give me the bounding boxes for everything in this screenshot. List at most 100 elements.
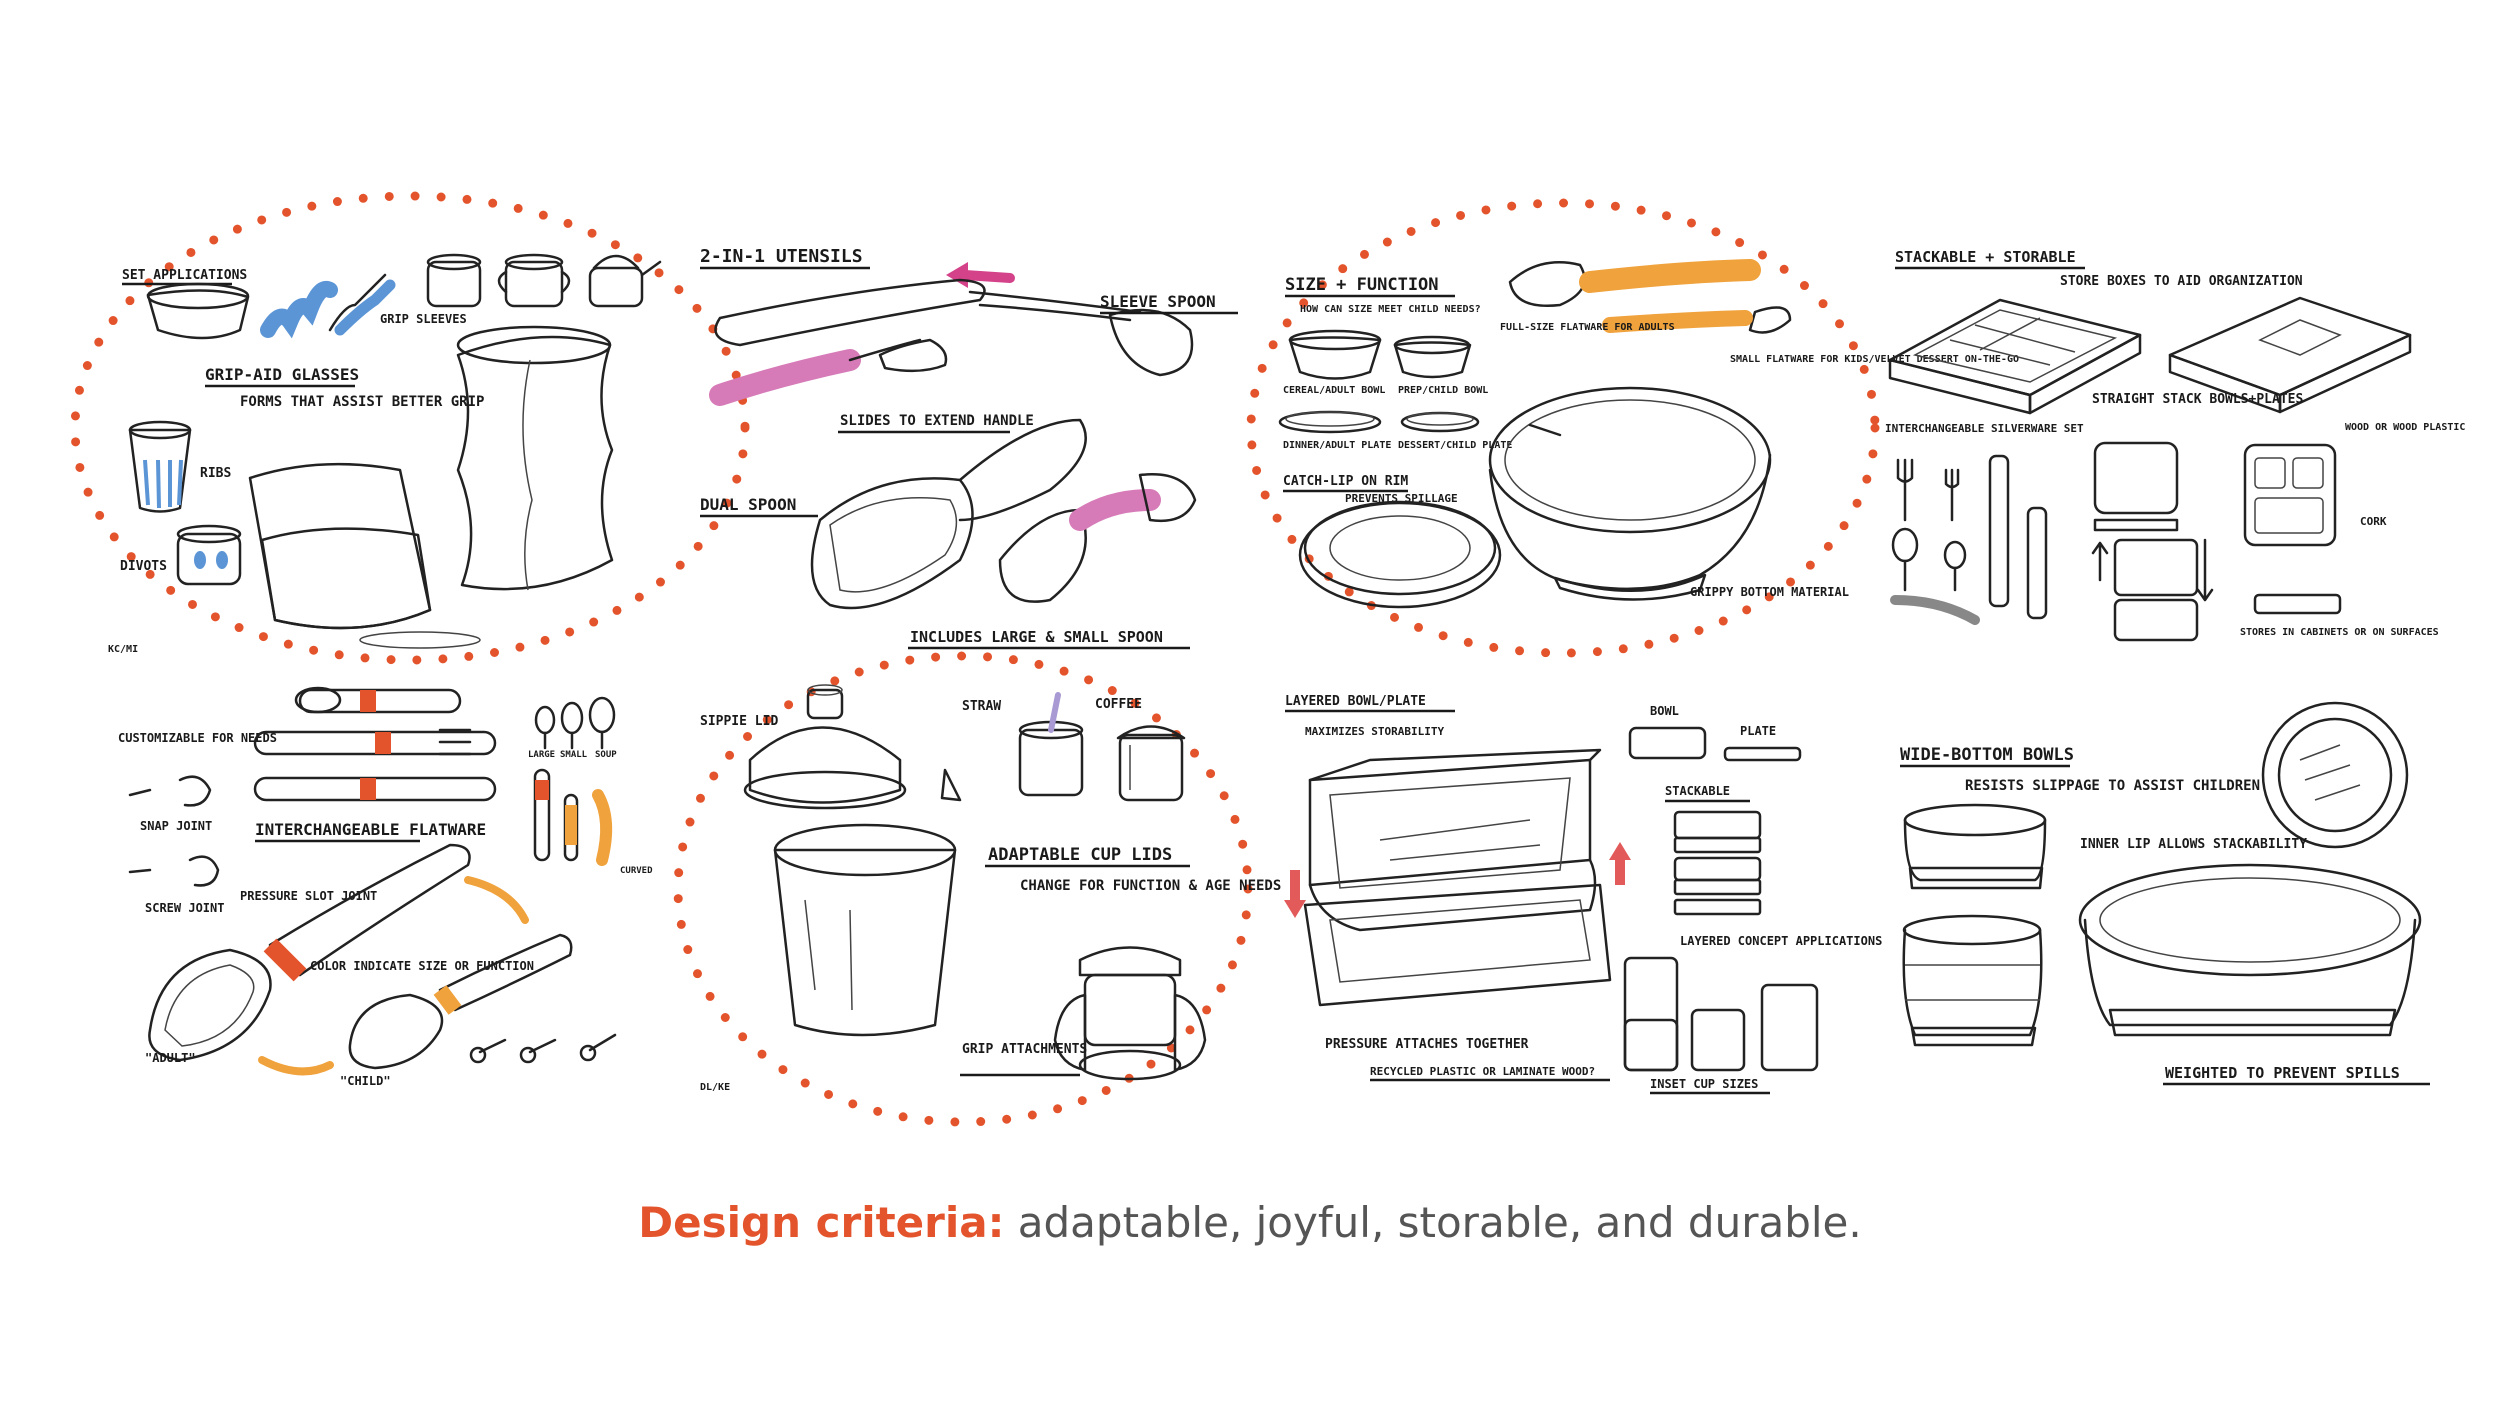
label-grip-sleeves: GRIP SLEEVES [380, 312, 467, 326]
sleeve-spoon-sketch [709, 278, 1194, 406]
color-coded-flatware-sketch [253, 686, 497, 802]
label-snap-joint: SNAP JOINT [140, 819, 212, 833]
label-stackable: STACKABLE [1665, 784, 1730, 798]
panel-layered-bowl-plate: LAYERED BOWL/PLATE MAXIMIZES STORABILITY… [1284, 694, 1882, 1095]
design-criteria-caption: Design criteria: adaptable, joyful, stor… [0, 1198, 2500, 1247]
label-plate: PLATE [1740, 724, 1776, 738]
label-color-indicate: COLOR INDICATE SIZE OR FUNCTION [310, 959, 534, 973]
divot-cup-sketch [176, 524, 242, 586]
weighted-bowl-sketch [2078, 863, 2422, 1037]
label-divots: DIVOTS [120, 559, 167, 574]
down-arrow-icon [940, 768, 962, 802]
label-how-can-size: HOW CAN SIZE MEET CHILD NEEDS? [1300, 304, 1481, 315]
label-adult: "ADULT" [145, 1051, 196, 1065]
grip-utensil-sketch [260, 281, 338, 339]
label-ribs: RIBS [200, 466, 231, 481]
label-wood-or-plastic: WOOD OR WOOD PLASTIC [2345, 422, 2465, 433]
label-set-applications: SET APPLICATIONS [122, 268, 247, 283]
stacked-red-boxes-sketch [1673, 810, 1762, 916]
label-change-for-function: CHANGE FOR FUNCTION & AGE NEEDS [1020, 878, 1281, 894]
panel1-initials: KC/MI [108, 644, 138, 655]
inset-cups-sketch [1623, 956, 1819, 1072]
label-child: "CHILD" [340, 1074, 391, 1088]
caption-text: adaptable, joyful, storable, and durable… [1004, 1198, 1862, 1247]
label-large: LARGE [528, 750, 555, 760]
joint-details-sketch [128, 775, 220, 887]
up-arrow-icon [1609, 842, 1631, 860]
label-weighted: WEIGHTED TO PREVENT SPILLS [2165, 1064, 2400, 1082]
label-dessert-plate: DESSERT/CHILD PLATE [1398, 440, 1512, 451]
label-straw: STRAW [962, 699, 1001, 714]
down-arrow-icon [1284, 900, 1306, 918]
label-pressure-slot: PRESSURE SLOT JOINT [240, 889, 377, 903]
label-cereal-bowl: CEREAL/ADULT BOWL [1283, 385, 1385, 396]
small-wide-bowl-sketch [1903, 803, 2047, 890]
label-wide-bottom: WIDE-BOTTOM BOWLS [1900, 745, 2074, 765]
tall-wavy-glass-sketch [456, 325, 614, 591]
adult-spoon-sketch [148, 843, 471, 1062]
straw-cup-sketch [1018, 692, 1084, 797]
spoon-variants-sketch [533, 696, 616, 866]
layered-bowl-sketch [1303, 748, 1612, 1007]
label-full-size: FULL-SIZE FLATWARE FOR ADULTS [1500, 322, 1675, 333]
label-interchangeable-flatware: INTERCHANGEABLE FLATWARE [255, 820, 486, 839]
cup-body-sketch [773, 823, 957, 1037]
label-store-boxes: STORE BOXES TO AID ORGANIZATION [2060, 274, 2303, 289]
label-straight-stack: STRAIGHT STACK BOWLS+PLATES [2092, 392, 2303, 407]
panel-interchangeable-flatware: CUSTOMIZABLE FOR NEEDS SNAP JOINT SCREW … [118, 686, 653, 1088]
label-dual-spoon: DUAL SPOON [700, 495, 796, 514]
label-small-flatware: SMALL FLATWARE FOR KIDS/VELVET DESSERT O… [1730, 354, 2019, 365]
panel-adaptable-cup-lids: SIPPIE LID STRAW COFFEE ADAPTABL [700, 684, 1281, 1093]
mini-bowl-sketch [1628, 726, 1707, 760]
grip-attachment-cup-sketch [1053, 946, 1207, 1081]
panel-size-function: SIZE + FUNCTION HOW CAN SIZE MEET CHILD … [1278, 259, 2019, 609]
label-cork: CORK [2360, 515, 2387, 528]
label-screw-joint: SCREW JOINT [145, 901, 224, 915]
panel-wide-bottom-bowls: WIDE-BOTTOM BOWLS RESISTS SLIPPAGE TO AS… [1900, 701, 2430, 1086]
label-adaptable-cup-lids: ADAPTABLE CUP LIDS [988, 845, 1172, 865]
dual-spoon-sketch [810, 418, 1197, 610]
wavy-glass-sketch [248, 462, 432, 630]
wood-flatware-sketch [1890, 454, 2048, 625]
catch-lip-plate-sketch [1298, 500, 1502, 609]
label-layered-bowl: LAYERED BOWL/PLATE [1285, 694, 1426, 709]
compartment-plate-sketch [2243, 443, 2342, 615]
label-grip-aid-glasses: GRIP-AID GLASSES [205, 365, 359, 384]
sippie-lid-sketch [743, 684, 907, 810]
label-small: SMALL [560, 750, 588, 760]
silverware-tray-sketch [1888, 298, 2142, 415]
sippy-cups-sketch [426, 253, 662, 308]
panel-grip-aid-glasses: SET APPLICATIONS GRIP SLEEVES GRIP-AID G… [108, 253, 662, 655]
storage-box-sketch [2168, 296, 2412, 414]
label-slides-to-extend: SLIDES TO EXTEND HANDLE [840, 413, 1034, 429]
label-sleeve-spoon: SLEEVE SPOON [1100, 292, 1216, 311]
swap-arrow-icon [464, 876, 529, 924]
stacked-bowls-sketch [2091, 441, 2214, 642]
label-layered-concept: LAYERED CONCEPT APPLICATIONS [1680, 934, 1882, 948]
label-bowl: BOWL [1650, 704, 1679, 718]
label-catch-lip: CATCH-LIP ON RIM [1283, 474, 1408, 489]
label-soup: SOUP [595, 750, 617, 760]
label-coffee: COFFEE [1095, 697, 1142, 712]
label-includes-large-small: INCLUDES LARGE & SMALL SPOON [910, 628, 1163, 646]
label-grip-attachments: GRIP ATTACHMENTS [962, 1042, 1087, 1057]
label-two-in-one: 2-IN-1 UTENSILS [700, 246, 863, 267]
label-forms-assist: FORMS THAT ASSIST BETTER GRIP [240, 394, 484, 410]
label-size-function: SIZE + FUNCTION [1285, 275, 1439, 295]
caption-emphasis: Design criteria: [638, 1198, 1005, 1247]
blue-bowl-sketch [146, 282, 250, 340]
label-grippy-bottom: GRIPPY BOTTOM MATERIAL [1690, 585, 1849, 599]
stacked-wide-bowls-sketch [1902, 914, 2043, 1047]
label-resists: RESISTS SLIPPAGE TO ASSIST CHILDREN [1965, 778, 2260, 794]
label-inset-cup: INSET CUP SIZES [1650, 1077, 1758, 1091]
label-curved: CURVED [620, 866, 653, 876]
label-prevents-spillage: PREVENTS SPILLAGE [1345, 492, 1458, 505]
ribbed-glass-sketch [128, 420, 192, 513]
bowl-plate-sizes-sketch [1278, 329, 1480, 434]
label-prep-bowl: PREP/CHILD BOWL [1398, 385, 1488, 396]
highlight-circle-size-function [1246, 198, 1880, 658]
label-stackable-storable: STACKABLE + STORABLE [1895, 248, 2076, 266]
label-dinner-plate: DINNER/ADULT PLATE [1283, 440, 1391, 451]
panel-stackable-storable: STACKABLE + STORABLE STORE BOXES TO AID … [1885, 248, 2465, 642]
